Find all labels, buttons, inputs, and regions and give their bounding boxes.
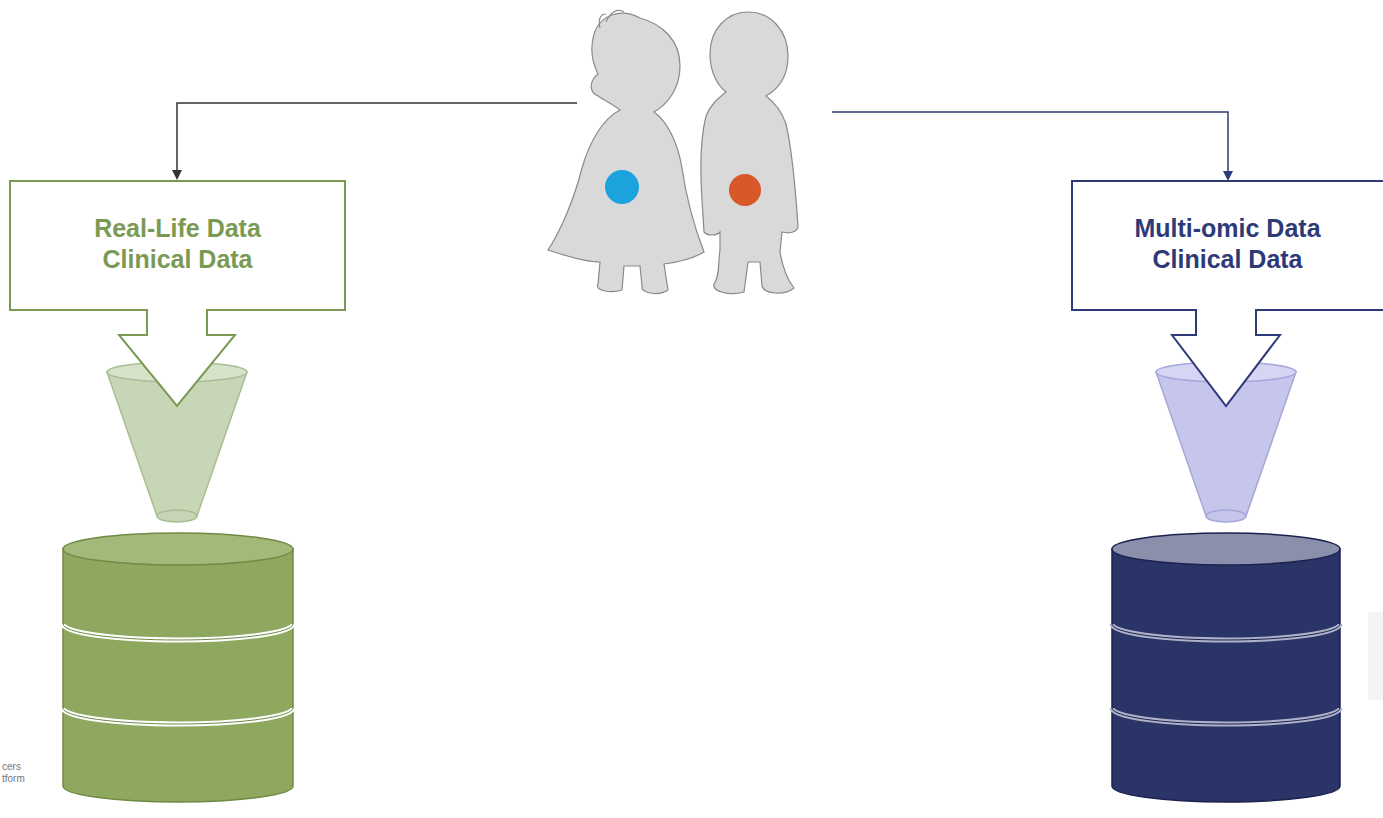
- girl-hair: [599, 10, 624, 28]
- tumour-blue: [605, 170, 639, 204]
- database-cylinder: [1112, 533, 1340, 802]
- database-cylinder: [63, 533, 293, 802]
- box-text: Clinical Data: [1080, 244, 1375, 275]
- tumour-orange: [729, 174, 761, 206]
- callout-outline: [1072, 181, 1383, 406]
- box-text: Real-Life Data: [18, 213, 337, 244]
- leader-line: [177, 103, 577, 178]
- text-holder: Multi-omic DataClinical Data: [1080, 213, 1375, 275]
- girl-silhouette: [548, 13, 704, 293]
- box-text: Clinical Data: [18, 244, 337, 275]
- edge-panel: [1368, 612, 1383, 700]
- box-text: Multi-omic Data: [1080, 213, 1375, 244]
- leader-line: [832, 112, 1228, 179]
- callout-box: Real-Life DataClinical Data: [10, 181, 345, 406]
- callout-box: Multi-omic DataClinical Data: [1072, 181, 1383, 406]
- partial-logo-text: cers: [2, 761, 21, 772]
- callout-outline: [10, 181, 345, 406]
- boy-silhouette: [701, 12, 798, 294]
- text-holder: Real-Life DataClinical Data: [18, 213, 337, 275]
- partial-logo-text: tform: [2, 773, 25, 784]
